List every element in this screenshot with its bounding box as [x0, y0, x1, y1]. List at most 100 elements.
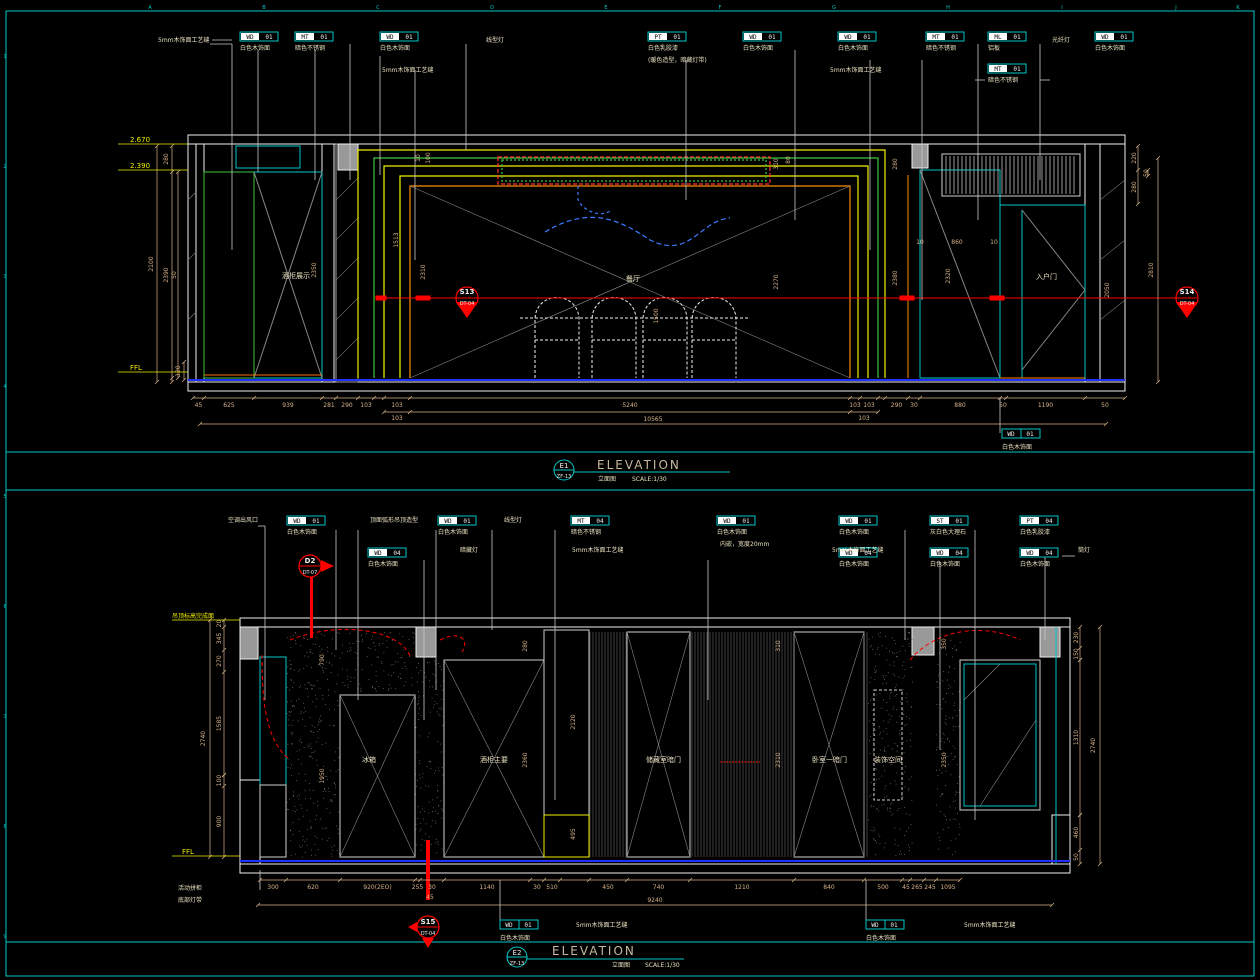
dim-text: 30: [428, 884, 436, 891]
tag-code-fill: [296, 33, 314, 40]
speckle: [290, 829, 292, 831]
speckle: [957, 783, 958, 784]
speckle: [325, 790, 326, 792]
dim-text: 245: [924, 884, 936, 891]
dim-tick: [586, 877, 592, 883]
tag-code-fill: [839, 33, 857, 40]
speckle: [956, 792, 958, 793]
speckle: [893, 665, 895, 667]
speckle: [382, 642, 384, 644]
speckle: [375, 681, 377, 682]
speckle: [443, 781, 444, 783]
dim-text: 900: [216, 816, 223, 828]
speckle: [440, 800, 442, 802]
dim-tick: [319, 395, 325, 401]
speckle: [420, 844, 422, 846]
dim-tick: [221, 669, 227, 675]
speckle: [419, 763, 420, 764]
speckle: [420, 828, 422, 830]
speckle: [292, 795, 294, 797]
dim-text: 50: [1073, 853, 1080, 861]
speckle: [428, 785, 430, 787]
dim-tick: [1145, 167, 1151, 173]
speckle: [953, 725, 955, 727]
speckle: [311, 688, 312, 690]
speckle: [895, 686, 896, 688]
dim-text: 103: [391, 402, 403, 409]
speckle: [416, 666, 417, 668]
speckle: [316, 698, 318, 700]
speckle: [300, 741, 302, 743]
speckle: [350, 677, 352, 678]
speckle: [945, 815, 946, 817]
tag-code-fill: [288, 517, 306, 524]
speckle: [438, 804, 439, 806]
tag-code: ST: [936, 518, 944, 525]
e2-room-label: 酒柜主要: [480, 755, 508, 764]
speckle: [331, 846, 333, 848]
speckle: [335, 771, 337, 773]
speckle: [361, 639, 363, 641]
speckle: [441, 808, 443, 810]
dim-text: 2740: [1090, 738, 1097, 753]
speckle: [331, 664, 333, 666]
tag-num: 01: [1120, 34, 1128, 41]
speckle: [909, 632, 910, 633]
speckle: [875, 854, 876, 856]
tag-label: 白色木饰面: [838, 44, 868, 52]
dim-text: 5240: [622, 402, 637, 409]
e2-bottom-note: 5mm木饰面工艺缝: [576, 921, 628, 929]
speckle: [326, 827, 328, 829]
dim-tick: [857, 395, 863, 401]
speckle: [298, 794, 300, 796]
speckle: [295, 640, 296, 642]
dim-text: 255: [412, 884, 424, 891]
speckle: [415, 828, 417, 830]
dim-tick: [169, 375, 175, 381]
tag-code-fill: [369, 549, 387, 556]
tag-num: 01: [673, 34, 681, 41]
speckle: [381, 662, 383, 664]
speckle: [395, 687, 396, 689]
speckle: [291, 743, 292, 745]
speckle: [419, 707, 420, 709]
speckle: [442, 810, 443, 812]
speckle: [334, 759, 336, 761]
e2-bottom-material-tag: WD 01 白色木饰面: [499, 880, 539, 942]
dim-text: 790: [319, 654, 326, 666]
speckle: [327, 650, 329, 652]
speckle: [904, 650, 906, 652]
speckle: [893, 640, 895, 641]
speckle: [887, 721, 889, 723]
dim-text: 1190: [1038, 402, 1053, 409]
tag-num: 01: [955, 518, 963, 525]
tag-num: 01: [768, 34, 776, 41]
speckle: [290, 700, 292, 702]
speckle: [879, 732, 881, 734]
dim-tick: [190, 395, 196, 401]
speckle: [312, 684, 314, 686]
speckle: [910, 733, 912, 734]
speckle: [316, 741, 318, 743]
tag-num: 01: [890, 922, 898, 929]
speckle: [884, 796, 886, 798]
speckle: [319, 651, 321, 653]
grid-number: 8: [3, 824, 6, 830]
speckle: [332, 849, 334, 851]
speckle: [418, 735, 420, 737]
speckle: [945, 654, 947, 656]
speckle: [942, 680, 944, 682]
speckle: [331, 855, 333, 857]
speckle: [369, 648, 371, 650]
speckle: [322, 791, 324, 792]
elevation-scale: SCALE:1/30: [645, 962, 680, 969]
speckle: [904, 786, 906, 788]
speckle: [895, 783, 897, 785]
speckle: [320, 664, 321, 666]
speckle: [296, 809, 298, 811]
dim-tick: [791, 877, 797, 883]
dim-text: 860: [951, 239, 963, 246]
speckle: [899, 716, 900, 718]
tag-label: 白色木饰面: [866, 934, 896, 942]
